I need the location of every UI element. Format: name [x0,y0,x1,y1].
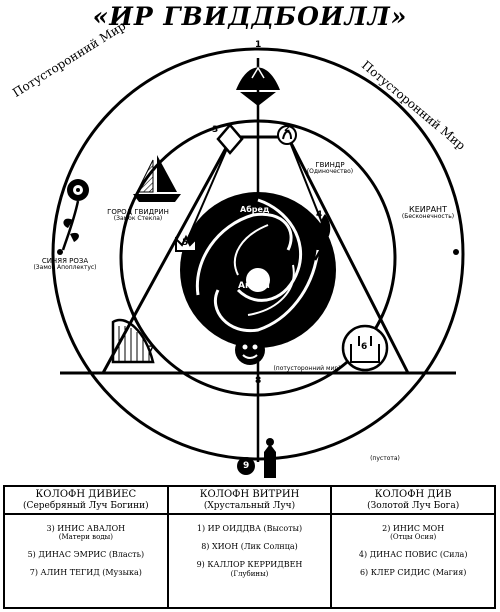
col-1-item-2: 5) ДИНАС ЭМРИС (Власть) [5,550,167,559]
pustota-label: (пустота) [370,455,400,462]
gvindr-sub: (Одиночество) [306,168,354,176]
col-2-item-3: 9) КАЛЛОР КЕРРИДВЕН (Глубины) [169,560,331,577]
num-9: 9 [243,461,250,471]
col-2-item-3-name: 9) КАЛЛОР КЕРРИДВЕН [196,560,303,570]
num-4: 4 [316,210,323,220]
col-3-header: КОЛОФН ДИВ (Золотой Луч Бога) [332,487,495,515]
node-2 [277,125,297,145]
col-2-header: КОЛОФН ВИТРИН (Хрустальный Луч) [168,487,331,515]
col-1-item-1: 3) ИНИС АВАЛОН (Матери воды) [5,524,167,541]
gorod-label: ГОРОД ГВИДРИН (Замок Стекла) [104,208,172,223]
marker-left [57,249,63,255]
col-2-item-2: 8) ХИОН (Лик Солнца) [169,542,331,551]
col-3-item-1-sub: (Отцы Осия) [390,533,437,542]
col-1-item-3: 7) АЛИН ТЕГИД (Музыка) [5,568,167,577]
diagram-title: «ИР ГВИДДБОИЛЛ» [92,2,408,31]
num-6: 6 [361,342,368,352]
sinyaya-roza-sub: (Замок Апоплектус) [33,264,97,272]
col-3-item-3: 6) КЛЕР СИДИС (Магия) [332,568,494,577]
col-2-subtitle: (Хрустальный Луч) [203,501,296,511]
col-1-item-1-sub: (Матери воды) [58,533,113,542]
potustoronniy-label: (потусторонний мир) [273,365,341,372]
col-3-item-2: 4) ДИНАС ПОВИС (Сила) [332,550,494,559]
col-2-item-2-name: 8) ХИОН (Лик Солнца) [201,542,298,552]
num-7: 7 [148,345,155,355]
mir-label: мир [292,317,309,326]
harp-illustration [111,318,155,364]
annon-label: Аннон [238,281,270,291]
sinyaya-roza-name: СИНЯЯ РОЗА [41,257,89,265]
torch-illustration [313,214,331,261]
colofn-col-1: КОЛОФН ДИВИЕС (Серебряный Луч Богини) 3)… [5,487,169,607]
col-2-item-1: 1) ИР ОИДДВА (Высоты) [169,524,331,533]
num-8: 8 [255,376,262,386]
keirant-name: КЕИРАНТ [409,205,447,214]
keirant-label: КЕИРАНТ (Бесконечность) [396,205,460,221]
col-2-title: КОЛОФН ВИТРИН [199,489,300,500]
colofn-col-2: КОЛОФН ВИТРИН (Хрустальный Луч) 1) ИР ОИ… [168,487,333,607]
mountain-emblem [236,66,280,106]
abred-label: Абред [240,205,270,214]
colofn-table: КОЛОФН ДИВИЕС (Серебряный Луч Богини) 3)… [3,485,496,609]
col-3-item-1-name: 2) ИНИС МОН [382,524,445,533]
num-5: 5 [182,238,189,248]
gvindr-label: ГВИНДР (Одиночество) [300,161,360,176]
gorod-name: ГОРОД ГВИДРИН [107,208,169,216]
keirant-sub: (Бесконечность) [401,213,455,221]
colofn-col-3: КОЛОФН ДИВ (Золотой Луч Бога) 2) ИНИС МО… [332,487,495,607]
col-3-item-2-name: 4) ДИНАС ПОВИС (Сила) [358,550,468,560]
col-1-item-3-name: 7) АЛИН ТЕГИД (Музыка) [29,568,142,578]
node-9 [237,438,276,478]
sun-face-illustration [235,335,265,365]
col-3-subtitle: (Золотой Луч Бога) [367,501,460,511]
col-1-subtitle: (Серебряный Луч Богини) [23,501,149,511]
sinyaya-roza-label: СИНЯЯ РОЗА (Замок Апоплектус) [30,257,100,272]
num-3: 3 [212,125,219,135]
node-3 [216,123,244,155]
col-2-item-1-name: 1) ИР ОИДДВА (Высоты) [196,524,303,533]
triangle [101,135,410,374]
col-2-item-3-sub: (Глубины) [230,569,269,578]
col-1-title: КОЛОФН ДИВИЕС [35,489,137,500]
col-1-item-1-name: 3) ИНИС АВАЛОН [46,524,126,533]
num-1: 1 [255,40,262,50]
crown-illustration [175,234,197,252]
gvindr-name: ГВИНДР [315,161,345,169]
col-1-item-2-name: 5) ДИНАС ЭМРИС (Власть) [27,550,145,560]
col-1-header: КОЛОФН ДИВИЕС (Серебряный Луч Богини) [5,487,167,515]
num-2: 2 [284,124,291,134]
col-3-item-1: 2) ИНИС МОН (Отцы Осия) [332,524,494,541]
col-3-item-3-name: 6) КЛЕР СИДИС (Магия) [359,568,467,578]
sailboat-illustration [133,155,181,202]
cauldron-illustration [341,324,389,372]
gorod-sub: (Замок Стекла) [113,215,163,223]
rose-illustration [61,179,89,251]
marker-keirant [453,249,459,255]
col-3-title: КОЛОФН ДИВ [374,489,452,500]
inner-triangle-left [185,136,233,244]
annon-swirl [180,192,336,348]
